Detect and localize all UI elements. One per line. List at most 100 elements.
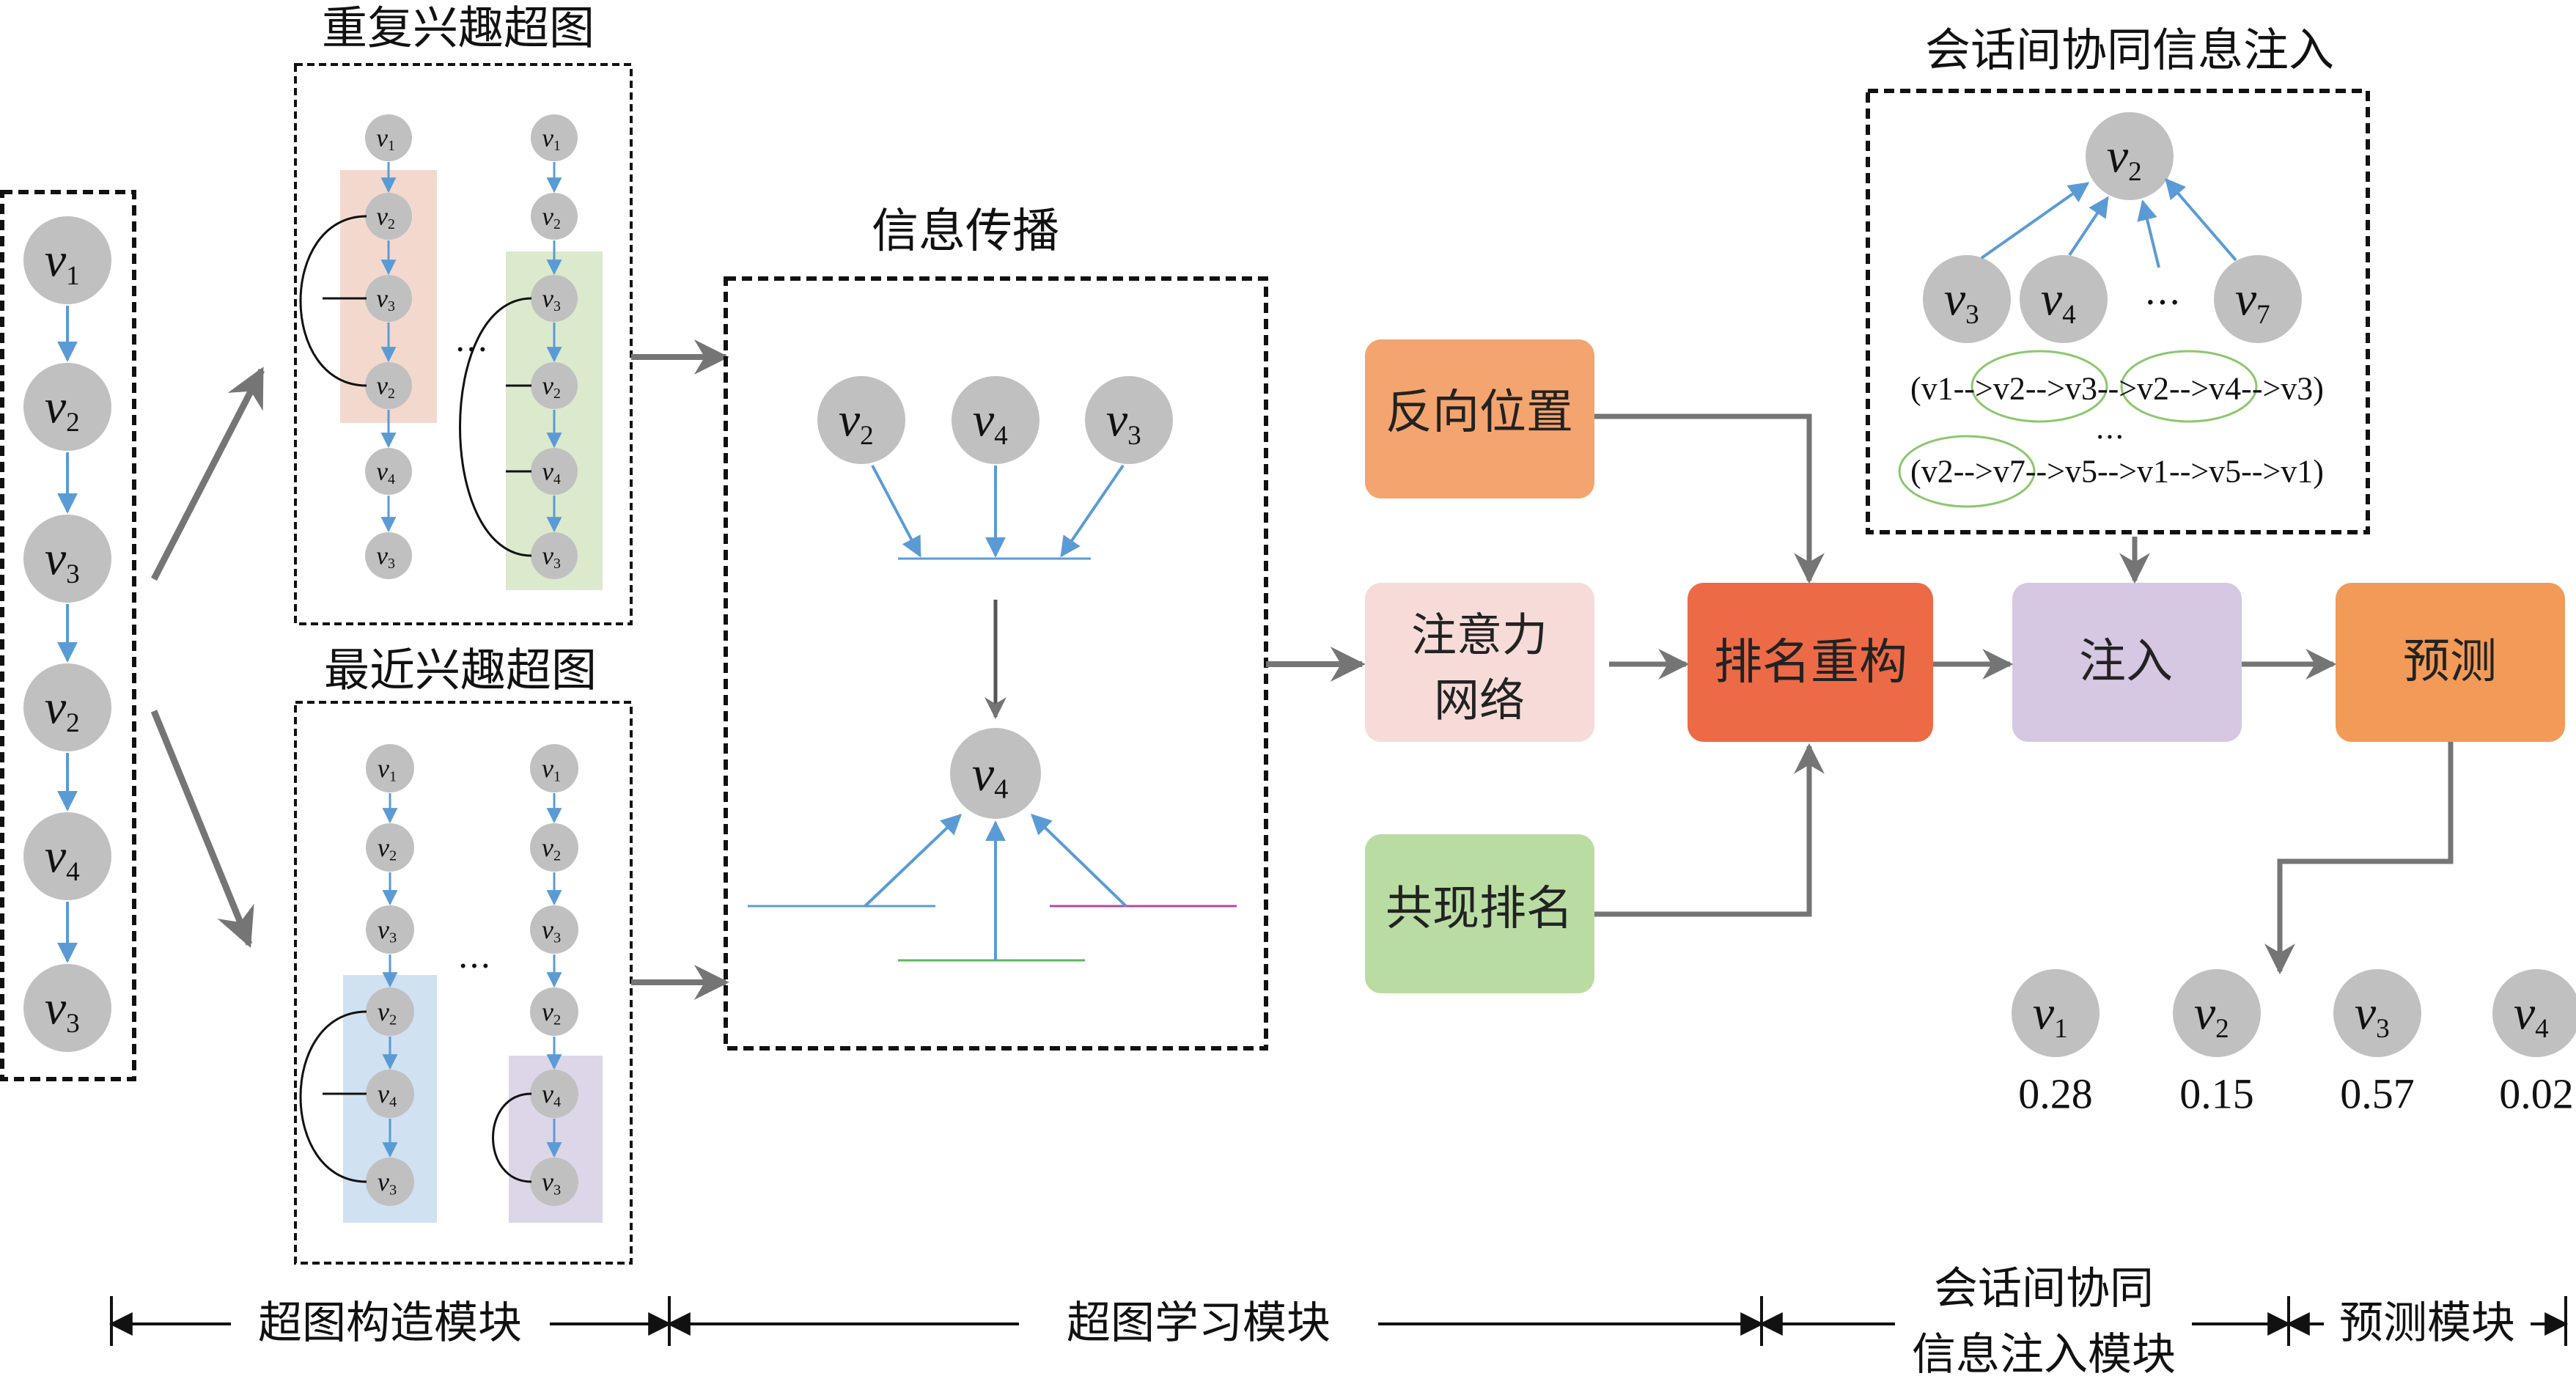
node-subscript: 4	[553, 1094, 561, 1111]
repeat-hypergraph-box	[294, 63, 633, 625]
cross-edge	[2165, 177, 2237, 262]
node-subscript: 3	[1965, 300, 1979, 330]
session-ellipse	[1970, 350, 2108, 423]
node-subscript: 3	[389, 1182, 397, 1199]
cooccurrence-box	[1365, 834, 1594, 993]
repeat-col0-node-v2	[365, 193, 412, 240]
sequence-line-1: (v1-->v2-->v3-->v2-->v4-->v3)	[1910, 371, 2324, 407]
cross-top-node	[2086, 112, 2174, 200]
propagation-node-v4	[952, 376, 1039, 464]
repeat-col1-node-v1	[531, 114, 578, 161]
prediction-node-v3	[2333, 969, 2421, 1057]
propagation-title: 信息传播	[872, 205, 1059, 259]
reverse-position-label: 反向位置	[1385, 386, 1573, 440]
prediction-node-v1	[2012, 969, 2100, 1057]
propagation-edge	[864, 814, 963, 908]
repeat-col1-node-v3	[531, 532, 578, 579]
sequence-node-v2	[23, 663, 111, 751]
node-subscript: 3	[66, 559, 80, 589]
rank-reconstruct-label: 排名重构	[1714, 634, 1907, 691]
recent-col0-node-v1	[366, 744, 414, 792]
propagation-edge	[871, 465, 921, 558]
node-subscript: 4	[553, 471, 561, 488]
repeat-hyperedge-1	[299, 215, 367, 387]
node-subscript: 2	[66, 708, 80, 738]
repeat-col0-node-v1	[365, 114, 412, 161]
node-subscript: 4	[389, 1094, 397, 1111]
recent-col1-node-v1	[530, 744, 578, 792]
node-label: v4	[378, 1079, 397, 1111]
recent-col1-node-v4	[530, 1070, 578, 1118]
cross-node-v3	[1923, 255, 2011, 343]
recent-ellipsis: …	[457, 936, 491, 976]
predict-box	[2336, 583, 2565, 742]
node-subscript: 2	[389, 1012, 397, 1029]
node-subscript: 3	[553, 556, 561, 572]
predict-to-output-connector	[2264, 742, 2454, 975]
node-subscript: 2	[553, 386, 561, 402]
repeat-col1-node-v4	[531, 448, 578, 495]
propagation-node-v2	[817, 376, 905, 464]
cooccur-to-rank-connector	[1594, 743, 1825, 917]
node-subscript: 3	[388, 298, 395, 314]
prediction-score-2: 0.15	[2179, 1070, 2254, 1118]
node-subscript: 2	[389, 848, 397, 864]
node-label: v1	[2033, 987, 2068, 1044]
repeat-hypergraph-title: 重复兴趣超图	[322, 1, 595, 55]
cross-ellipsis: …	[2144, 271, 2181, 313]
inject-label: 注入	[2079, 635, 2173, 689]
module-construct-label: 超图构造模块	[258, 1298, 522, 1349]
propagation-node-v3	[1085, 376, 1173, 464]
recent-col0-node-v3	[366, 905, 414, 954]
node-label: v4	[972, 746, 1008, 805]
attention-label-line1: 注意力	[1411, 608, 1548, 662]
node-subscript: 1	[2054, 1014, 2068, 1044]
prediction-node-v2	[2173, 969, 2261, 1057]
node-subscript: 2	[388, 386, 395, 402]
recent-col1-node-v2	[530, 823, 578, 872]
sequence-node-v1	[23, 216, 111, 304]
predict-label: 预测	[2403, 635, 2497, 689]
node-subscript: 2	[2128, 157, 2142, 187]
node-subscript: 3	[66, 1009, 80, 1039]
repeat-hyperedge-2	[459, 297, 532, 557]
sequence-node-v4	[23, 812, 111, 900]
node-subscript: 4	[2535, 1014, 2549, 1044]
session-ellipse	[2120, 350, 2258, 423]
node-subscript: 2	[2215, 1014, 2229, 1044]
node-subscript: 2	[860, 421, 874, 451]
repeat-col0-node-v3	[365, 532, 412, 579]
cross-edge	[1980, 182, 2090, 260]
sequence-node-v2	[23, 363, 111, 451]
prediction-score-4: 0.02	[2499, 1070, 2574, 1118]
sequence-ellipsis: …	[2095, 412, 2124, 446]
attention-box	[1365, 583, 1594, 742]
attention-label-line2: 网络	[1434, 674, 1525, 727]
node-subscript: 3	[388, 556, 395, 572]
reverse-position-box	[1365, 339, 1594, 498]
node-subscript: 3	[553, 1182, 561, 1199]
node-subscript: 1	[66, 261, 80, 291]
session-sequence-box	[0, 190, 136, 1081]
cross-edge	[2137, 199, 2160, 268]
node-subscript: 1	[553, 138, 561, 154]
sequence-node-v3	[23, 964, 111, 1052]
node-subscript: 2	[553, 1012, 561, 1029]
to-recent-arrow	[150, 710, 254, 948]
node-subscript: 4	[994, 421, 1008, 451]
node-label: v7	[2235, 273, 2270, 330]
node-subscript: 4	[388, 471, 395, 488]
node-subscript: 2	[553, 216, 561, 232]
repeat-col1-node-v3	[531, 275, 578, 322]
repeat-col1-node-v2	[531, 362, 578, 409]
cooccurrence-label: 共现排名	[1385, 882, 1573, 936]
repeat-col0-node-v2	[365, 362, 412, 409]
node-subscript: 3	[389, 930, 397, 946]
to-repeat-arrow	[151, 367, 265, 581]
rank-reconstruct-box	[1688, 583, 1933, 742]
repeat-col1-node-v2	[531, 193, 578, 240]
node-subscript: 3	[2376, 1014, 2390, 1044]
module-learn-label: 超图学习模块	[1067, 1298, 1331, 1349]
prediction-score-1: 0.28	[2018, 1070, 2093, 1118]
node-label: v2	[839, 394, 874, 451]
